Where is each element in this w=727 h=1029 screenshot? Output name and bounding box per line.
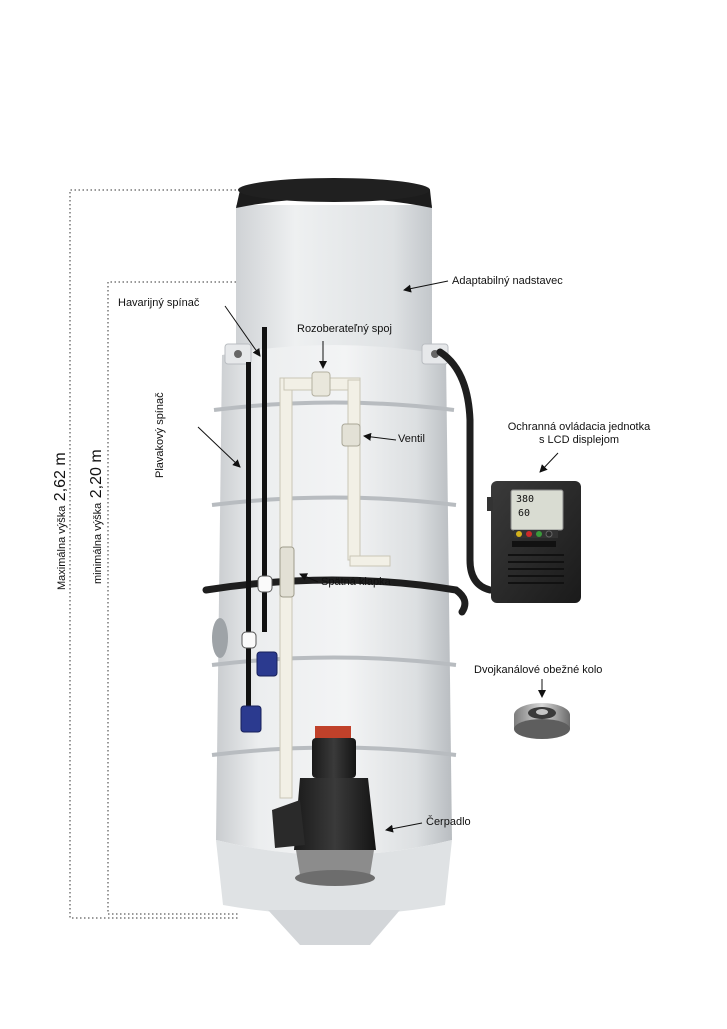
tank-body xyxy=(211,343,457,945)
adaptable-riser xyxy=(236,178,432,355)
label-valve: Ventil xyxy=(398,433,425,445)
label-max-height: Maximálna výška 2,62 m xyxy=(52,452,70,590)
label-control-unit-line1: Ochranná ovládacia jednotka xyxy=(507,421,651,433)
impeller xyxy=(514,703,570,739)
control-unit xyxy=(487,481,581,603)
min-height-dimension-line xyxy=(107,281,240,915)
max-height-label: Maximálna výška xyxy=(56,505,68,590)
label-impeller: Dvojkanálové obežné kolo xyxy=(474,664,603,676)
min-height-label: minimálna výška xyxy=(92,502,104,584)
float-switch-cables xyxy=(240,327,278,733)
label-pump: Čerpadlo xyxy=(426,816,471,828)
label-float-switch-text: Plavakový spínač xyxy=(154,392,166,478)
pump xyxy=(272,726,376,886)
min-height-value: 2,20 m xyxy=(88,449,105,499)
label-detachable-joint: Rozoberateľný spoj xyxy=(297,323,392,335)
label-adaptable-riser: Adaptabilný nadstavec xyxy=(452,275,563,287)
max-height-value: 2,62 m xyxy=(52,452,69,502)
label-control-unit-line2: s LCD displejom xyxy=(538,434,620,446)
label-emergency-switch: Havarijný spínač xyxy=(118,297,200,309)
label-min-height: minimálna výška 2,20 m xyxy=(88,449,106,584)
label-check-valve: Spätná klapka xyxy=(321,576,391,588)
lcd-reading-bottom: 60 xyxy=(518,508,531,519)
discharge-pipe xyxy=(279,371,391,799)
lcd-reading-top: 380 xyxy=(516,494,535,505)
max-height-dimension-line xyxy=(69,189,240,919)
label-control-unit: Ochranná ovládacia jednotka s LCD disple… xyxy=(486,421,672,447)
label-float-switch: Plavakový spínač xyxy=(150,392,168,478)
leader-arrows xyxy=(197,280,559,833)
